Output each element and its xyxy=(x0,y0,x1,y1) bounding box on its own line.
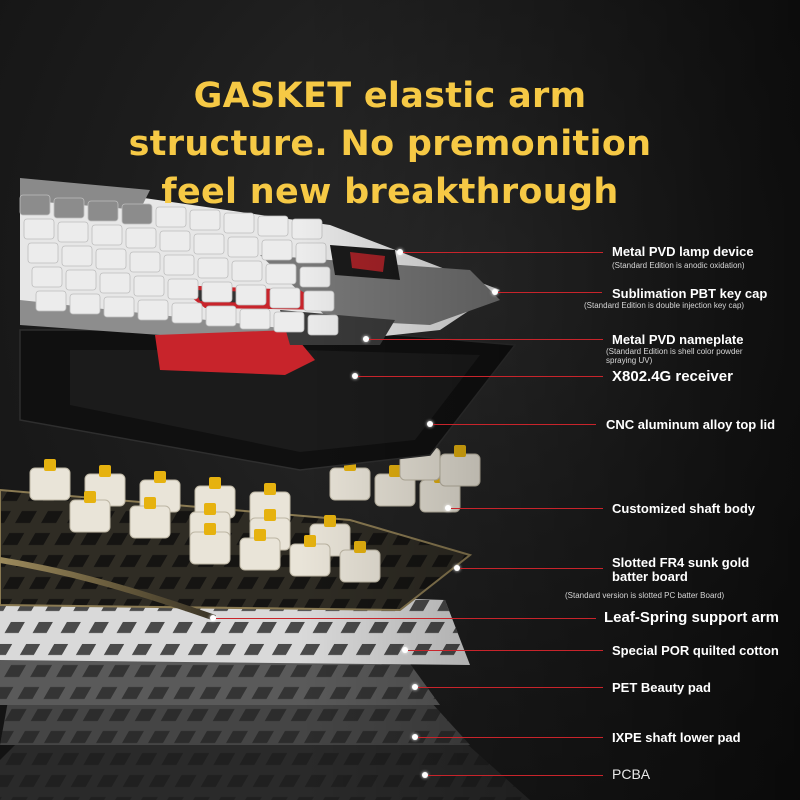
switch xyxy=(129,497,171,539)
keycap xyxy=(91,224,123,246)
callout-dot xyxy=(210,615,216,621)
leader-line xyxy=(460,568,603,569)
switch xyxy=(189,523,231,565)
callout-note: (Standard Edition is double injection ke… xyxy=(584,301,745,310)
callout-label: Slotted FR4 sunk gold xyxy=(612,555,750,570)
keycap xyxy=(171,302,203,324)
callout-dot xyxy=(492,289,498,295)
keycap xyxy=(205,305,237,327)
keycap xyxy=(27,242,59,264)
keycap xyxy=(231,260,263,282)
keycap xyxy=(125,227,157,249)
switch xyxy=(69,491,111,533)
leader-line xyxy=(451,508,603,509)
callout-label: Customized shaft body xyxy=(612,501,756,516)
headline-line-1: GASKET elastic arm xyxy=(193,76,587,116)
callout-label-cont: batter board xyxy=(612,569,688,584)
headline-line-2: structure. No premonition xyxy=(128,124,652,164)
leader-line xyxy=(428,775,603,776)
leader-line xyxy=(418,737,603,738)
callout-dot xyxy=(397,249,403,255)
callout-label: CNC aluminum alloy top lid xyxy=(606,417,776,432)
keycap xyxy=(197,257,229,279)
keycap xyxy=(129,251,161,273)
keycap xyxy=(53,197,85,219)
callout-label: Leaf-Spring support arm xyxy=(604,609,780,626)
switch xyxy=(239,529,281,571)
callout-dot xyxy=(363,336,369,342)
keycap xyxy=(137,299,169,321)
callout-dot xyxy=(412,684,418,690)
leader-line xyxy=(358,376,603,377)
keycap xyxy=(227,236,259,258)
keycap xyxy=(189,209,221,231)
keycap xyxy=(35,290,67,312)
leader-line xyxy=(216,618,596,619)
leader-line xyxy=(408,650,603,651)
switch xyxy=(249,483,291,525)
leader-line xyxy=(418,687,603,688)
callout-label: PET Beauty pad xyxy=(612,680,711,695)
keycap xyxy=(23,218,55,240)
keycap xyxy=(257,215,289,237)
headline-line-3: feel new breakthrough xyxy=(161,172,619,212)
keycap xyxy=(69,293,101,315)
keycap xyxy=(193,233,225,255)
keycap xyxy=(19,194,51,216)
keycap xyxy=(61,245,93,267)
callout-dot xyxy=(427,421,433,427)
keycap xyxy=(133,275,165,297)
keycap xyxy=(159,230,191,252)
keycap xyxy=(57,221,89,243)
callout-dot xyxy=(422,772,428,778)
callout-label: Special POR quilted cotton xyxy=(612,643,779,658)
callout-label: PCBA xyxy=(612,766,651,782)
keycap xyxy=(121,203,153,225)
callout-note: (Standard Edition is anodic oxidation) xyxy=(612,261,745,270)
leader-line xyxy=(433,424,596,425)
keycap xyxy=(201,281,233,303)
keycap xyxy=(103,296,135,318)
headline: GASKET elastic arm structure. No premoni… xyxy=(0,72,780,216)
callout-dot xyxy=(445,505,451,511)
leader-line xyxy=(369,339,603,340)
callout-dot xyxy=(454,565,460,571)
keycap xyxy=(239,308,271,330)
keycap xyxy=(235,284,267,306)
callout-label: Metal PVD nameplate xyxy=(612,332,744,347)
keycap xyxy=(261,239,293,261)
callout-note: (Standard Edition is shell color powder xyxy=(606,347,743,356)
keycap xyxy=(65,269,97,291)
keycap xyxy=(95,248,127,270)
keycap xyxy=(269,287,301,309)
leader-line xyxy=(403,252,603,253)
callout-note: (Standard version is slotted PC batter B… xyxy=(565,591,725,600)
keycap xyxy=(99,272,131,294)
callout-label: Sublimation PBT key cap xyxy=(612,286,768,301)
keycap xyxy=(87,200,119,222)
keycap xyxy=(155,206,187,228)
keycap xyxy=(223,212,255,234)
keycap xyxy=(167,278,199,300)
keycap-grid xyxy=(19,194,339,336)
callout-label: IXPE shaft lower pad xyxy=(612,730,741,745)
callout-dot xyxy=(412,734,418,740)
switch xyxy=(29,459,71,501)
callout-label: Metal PVD lamp device xyxy=(612,244,754,259)
callout-label: X802.4G receiver xyxy=(612,368,733,385)
callout-dot xyxy=(402,647,408,653)
keycap xyxy=(265,263,297,285)
keycap xyxy=(163,254,195,276)
leader-line xyxy=(498,292,602,293)
callout-note-cont: spraying UV) xyxy=(606,356,653,365)
keycap xyxy=(31,266,63,288)
keycap xyxy=(273,311,305,333)
callout-dot xyxy=(352,373,358,379)
